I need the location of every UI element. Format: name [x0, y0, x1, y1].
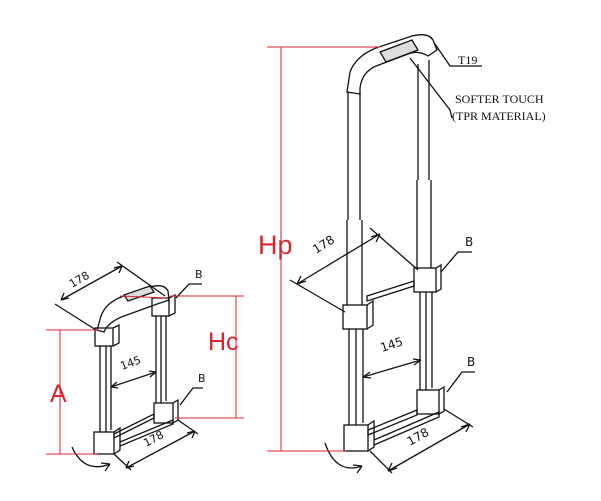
extended-right-bottom-block — [416, 389, 440, 415]
extended-grip — [346, 34, 438, 95]
collapsed-rotation-arrow — [71, 446, 111, 468]
a-dimension-label: A — [50, 380, 67, 408]
large-upper-callout-label: B — [465, 235, 473, 249]
hc-dimension-label: Hc — [208, 328, 239, 356]
t19-leader — [434, 43, 482, 67]
collapsed-dimension-lines — [46, 295, 244, 455]
extended-left-mid-block — [342, 304, 368, 330]
extended-dimension-lines — [267, 46, 380, 452]
collapsed-grip-pad — [122, 285, 156, 302]
material-leader — [409, 57, 453, 119]
material-label-line2: (TPR MATERIAL) — [452, 109, 546, 123]
extended-lower-callout-leader — [446, 371, 475, 393]
collapsed-right-bottom-block — [153, 402, 174, 424]
small-top-width-label: 178 — [67, 269, 92, 291]
collapsed-left-bottom-block — [93, 431, 115, 455]
material-label-line1: SOFTER TOUCH — [455, 92, 544, 106]
extended-upper-callout-leader — [440, 251, 472, 273]
extended-right-mid-block — [413, 267, 437, 293]
large-lower-callout-label: B — [467, 355, 475, 369]
small-inner-width-label: 145 — [119, 353, 143, 372]
extended-handle-view — [289, 34, 482, 474]
large-depth-label: 178 — [310, 233, 337, 257]
collapsed-bottom-callout-leader — [179, 387, 203, 406]
extended-left-bottom-block — [343, 424, 369, 452]
large-bottom-depth-label: 178 — [405, 425, 432, 449]
hp-dimension-label: Hp — [258, 230, 293, 260]
t19-label: T19 — [458, 53, 477, 67]
small-bottom-callout-label: B — [198, 372, 206, 385]
extended-grip-pad — [379, 39, 419, 63]
small-top-callout-label: B — [195, 268, 203, 281]
collapsed-top-callout-leader — [175, 283, 202, 299]
large-inner-width-label: 145 — [379, 334, 405, 354]
collapsed-left-top-block — [94, 327, 114, 347]
extended-rotation-arrow — [324, 442, 363, 469]
collapsed-handle-view — [54, 261, 203, 472]
collapsed-grip — [96, 285, 170, 333]
